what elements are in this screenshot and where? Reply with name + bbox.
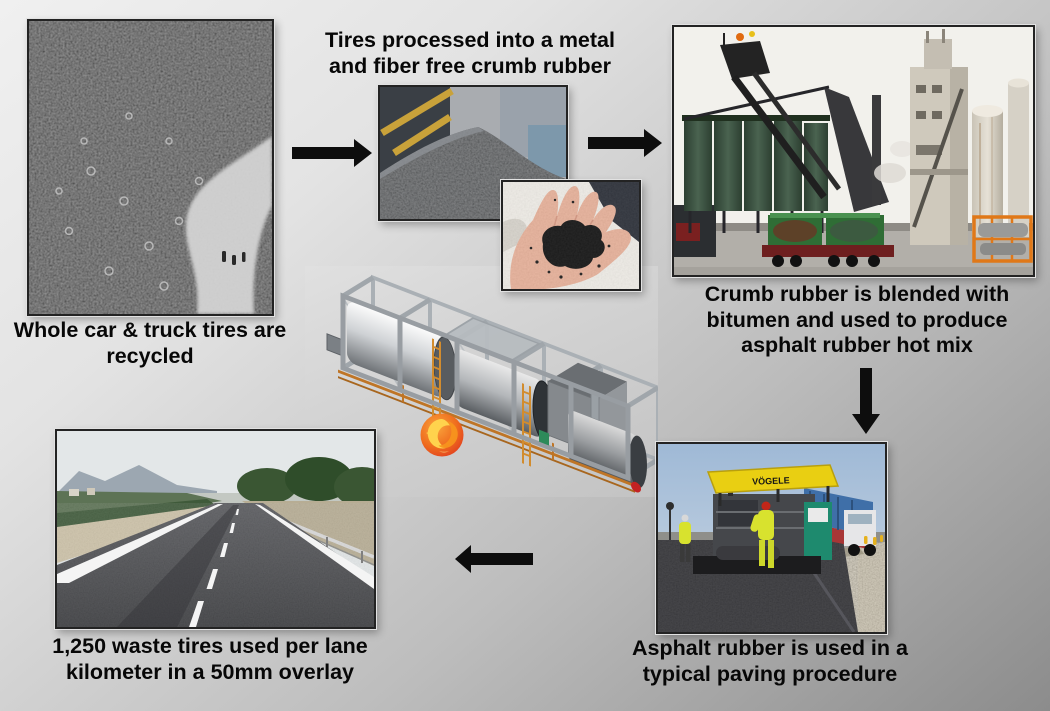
paving-machine-photo: VÖGELE — [656, 442, 887, 634]
canopy — [706, 464, 840, 494]
tire-stockpile-photo — [27, 19, 274, 316]
phoenix-wing — [438, 421, 458, 449]
worker-center — [750, 501, 774, 568]
left-edge-line — [57, 504, 223, 583]
phoenix-body — [427, 418, 450, 449]
center-dashes — [189, 509, 239, 627]
pipework — [338, 369, 635, 493]
orange-skid-unit — [972, 215, 1033, 263]
tire-rings — [55, 112, 204, 291]
green-fitting — [539, 429, 549, 446]
blending-unit-render — [326, 274, 658, 493]
phoenix-beak — [426, 430, 434, 436]
people-on-road — [222, 251, 246, 265]
red-valve — [631, 481, 641, 493]
arrow-right-1-icon — [292, 139, 372, 167]
paver-brand-text: VÖGELE — [752, 475, 790, 486]
finished-road-photo — [55, 429, 376, 629]
mixing-tower — [910, 29, 968, 245]
dirt-road — [185, 136, 272, 314]
arrow-down-icon — [852, 368, 880, 434]
caption-tires: Whole car & truck tires are recycled — [13, 318, 287, 368]
distant-workers — [864, 535, 883, 545]
worker-left — [666, 502, 691, 562]
asphalt-plant-photo — [672, 25, 1035, 277]
green-silos — [682, 115, 830, 211]
trucks — [762, 213, 894, 267]
arrow-left-icon — [455, 545, 533, 573]
phoenix-logo-icon — [420, 413, 464, 457]
caption-plant: Crumb rubber is blended with bitumen and… — [704, 282, 1010, 357]
conveyor-structure — [720, 31, 842, 200]
yellow-conveyor — [380, 87, 454, 156]
ladder-1 — [432, 338, 441, 422]
arrow-right-2-icon — [588, 129, 662, 157]
caption-crumb: Tires processed into a metal and fiber f… — [325, 28, 615, 78]
hand-with-crumb-photo — [501, 180, 641, 291]
caption-paver: Asphalt rubber is used in a typical pavi… — [632, 636, 908, 686]
mountains — [57, 465, 217, 497]
right-edge-line — [255, 504, 374, 589]
caption-road: 1,250 waste tires used per lane kilomete… — [52, 634, 368, 684]
container-frame — [326, 274, 658, 493]
ladder-2 — [522, 383, 531, 467]
